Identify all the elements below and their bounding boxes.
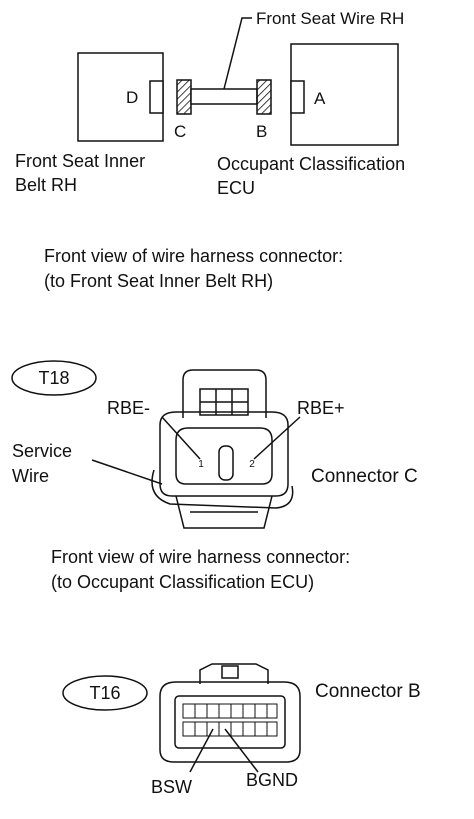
connector-c-face — [91, 369, 301, 529]
connector-c-plug — [176, 79, 192, 115]
rbe-plus-leader — [253, 416, 301, 460]
connector-c-latch — [182, 369, 267, 418]
section2-caption-line1: Front view of wire harness connector: — [51, 547, 350, 567]
connector-c-center-terminal — [218, 445, 234, 481]
rbe-minus-label: RBE- — [107, 398, 150, 418]
service-wire-leader — [91, 459, 163, 485]
service-wire-line2: Wire — [12, 466, 49, 486]
section1-caption-line2: (to Front Seat Inner Belt RH) — [44, 271, 273, 291]
wire-label: Front Seat Wire RH — [256, 9, 404, 28]
bgnd-label: BGND — [246, 770, 298, 790]
pin-row-upper — [182, 703, 278, 719]
connector-c-tab — [175, 495, 273, 529]
belt-name-line1: Front Seat Inner — [15, 151, 145, 171]
pin-row-lower — [182, 721, 278, 737]
connector-c-body — [159, 411, 289, 497]
belt-name-line2: Belt RH — [15, 175, 77, 195]
section2-caption-line2: (to Occupant Classification ECU) — [51, 572, 314, 592]
wire-harness — [190, 88, 258, 105]
t18-badge: T18 — [38, 368, 69, 388]
bgnd-leader — [224, 728, 259, 773]
connector-b-latch-key — [221, 665, 239, 679]
service-wire-line1: Service — [12, 441, 72, 461]
connector-c-letter: C — [174, 122, 186, 141]
bsw-label: BSW — [151, 777, 192, 797]
t18-badge-oval — [11, 360, 97, 396]
section1-caption-line1: Front view of wire harness connector: — [44, 246, 343, 266]
connector-b-face — [159, 663, 301, 773]
rbe-minus-leader — [161, 416, 201, 460]
connector-b-label: Connector B — [315, 681, 421, 702]
belt-socket-d — [149, 80, 164, 114]
connector-c-cavity — [175, 427, 273, 485]
ecu-name-line2: ECU — [217, 178, 255, 198]
belt-box — [77, 52, 164, 142]
pin-2-label: 2 — [249, 459, 255, 470]
belt-box-letter: D — [126, 88, 138, 107]
connector-b-letter: B — [256, 122, 267, 141]
service-wire-loop — [151, 469, 294, 509]
connector-c-label: Connector C — [311, 466, 418, 487]
ecu-box — [290, 43, 399, 146]
pin-1-label: 1 — [198, 459, 204, 470]
t16-badge-oval — [62, 675, 148, 711]
rbe-plus-label: RBE+ — [297, 398, 345, 418]
connector-b-cavity — [174, 695, 286, 749]
ecu-box-letter: A — [314, 89, 326, 108]
wire-leader-line — [223, 17, 252, 90]
block-diagram — [77, 17, 399, 146]
connector-b-plug — [256, 79, 272, 115]
connector-b-body — [159, 681, 301, 763]
t16-badge: T16 — [89, 683, 120, 703]
connector-b-pins — [182, 703, 278, 737]
bsw-leader — [189, 728, 214, 773]
ecu-socket-a — [290, 80, 305, 114]
connector-b-latch — [199, 663, 269, 684]
ecu-name-line1: Occupant Classification — [217, 154, 405, 174]
